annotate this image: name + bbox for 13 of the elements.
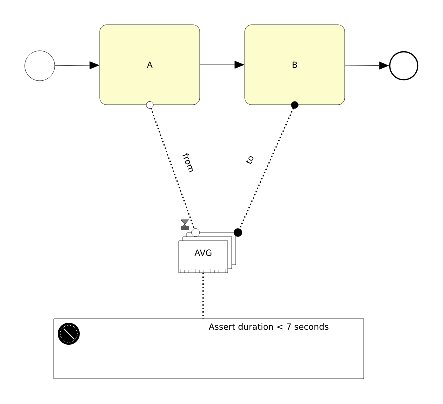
- arrow: [55, 62, 100, 70]
- start-event: [24, 50, 56, 82]
- arrow: [345, 62, 390, 70]
- edge-label: to: [244, 154, 256, 166]
- task-box: A: [100, 24, 200, 106]
- edge-label: from: [180, 151, 198, 175]
- assert-box: Assert duration < 7 seconds: [54, 318, 364, 380]
- arrow: [200, 61, 244, 69]
- stacked-boxes: AVG: [178, 232, 236, 274]
- end-event: [389, 51, 419, 81]
- task-box: B: [244, 24, 346, 106]
- connector-line: [234, 102, 299, 237]
- connector-line: [146, 102, 200, 237]
